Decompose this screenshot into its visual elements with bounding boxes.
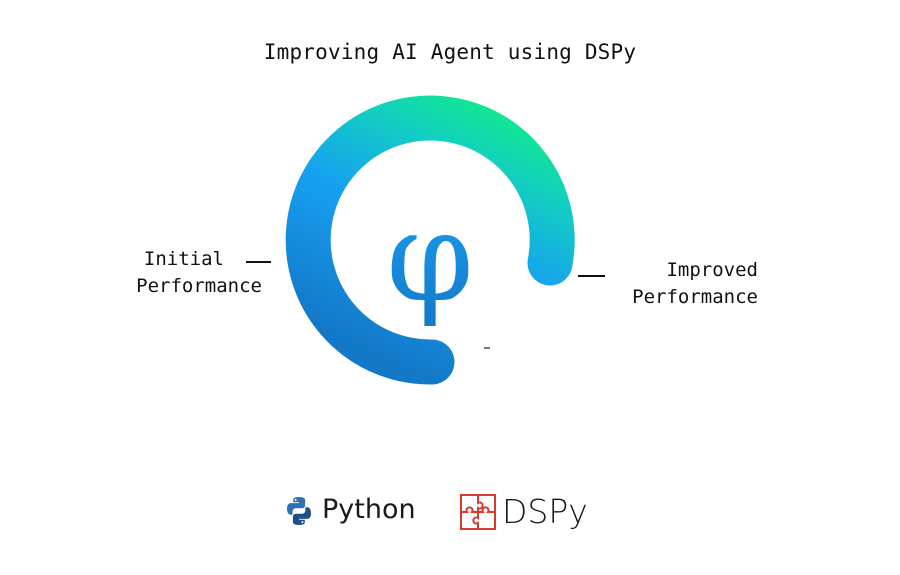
initial-tick-line bbox=[246, 261, 271, 263]
improved-performance-label: Improved Performance bbox=[608, 257, 758, 311]
improved-label-line1: Improved bbox=[666, 259, 758, 281]
python-label: Python bbox=[322, 494, 416, 525]
dspy-label: DSPy bbox=[502, 492, 588, 531]
page-title: Improving AI Agent using DSPy bbox=[263, 40, 637, 64]
improved-label-line2: Performance bbox=[632, 286, 758, 308]
logo-bar: Python DSPy bbox=[0, 488, 900, 538]
initial-label-line2: Performance bbox=[136, 275, 262, 297]
puzzle-pieces-icon bbox=[460, 494, 496, 530]
python-logo-icon bbox=[287, 497, 311, 525]
divider-dash bbox=[484, 347, 490, 349]
initial-label-line1: Initial bbox=[143, 248, 224, 270]
improved-tick-line bbox=[578, 275, 605, 277]
progress-arc bbox=[285, 95, 575, 385]
phi-icon: φ bbox=[386, 185, 474, 330]
initial-performance-label: Initial Performance bbox=[112, 246, 262, 300]
